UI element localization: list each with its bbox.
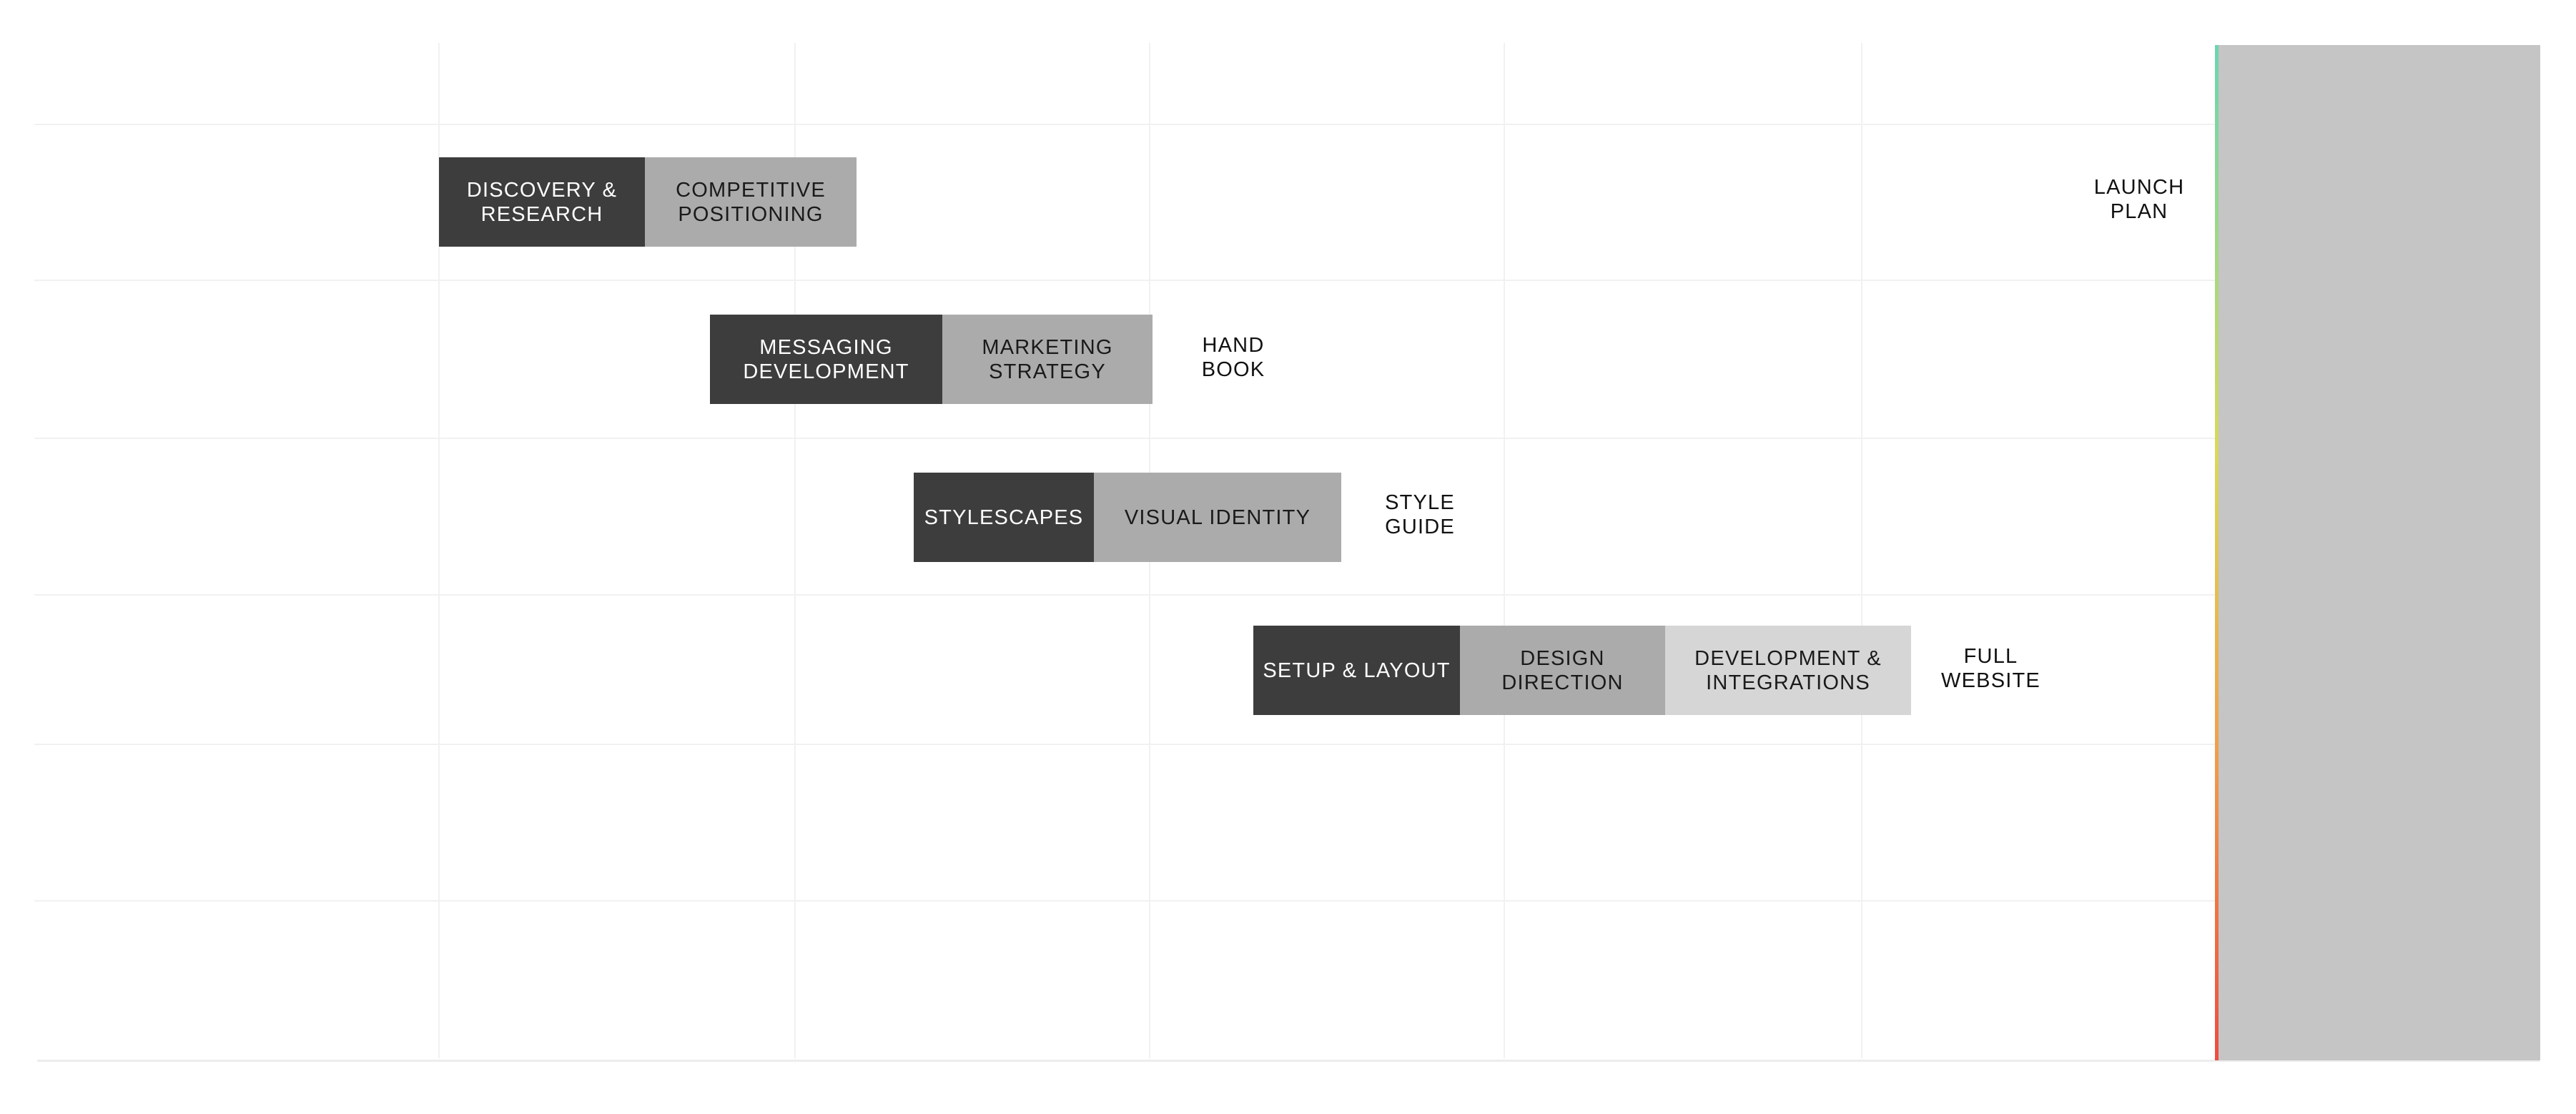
grid-line-vertical bbox=[438, 43, 440, 1058]
timeline-baseline bbox=[37, 1060, 2540, 1062]
grid-line-horizontal bbox=[34, 900, 2537, 902]
deliverable-hand-book: HAND BOOK bbox=[1201, 334, 1265, 381]
deliverable-launch-plan: LAUNCH PLAN bbox=[2093, 176, 2185, 223]
task-bar-competitive-positioning: COMPETITIVE POSITIONING bbox=[645, 157, 857, 247]
launch-zone bbox=[2218, 45, 2540, 1060]
deliverable-style-guide: STYLE GUIDE bbox=[1385, 491, 1455, 538]
launch-marker-line bbox=[2215, 45, 2219, 1060]
task-bar-design-direction: DESIGN DIRECTION bbox=[1460, 626, 1665, 715]
task-bar-setup-layout: SETUP & LAYOUT bbox=[1253, 626, 1460, 715]
task-bar-messaging-development: MESSAGING DEVELOPMENT bbox=[710, 315, 942, 404]
task-bar-visual-identity: VISUAL IDENTITY bbox=[1094, 473, 1341, 562]
task-bar-stylescapes: STYLESCAPES bbox=[914, 473, 1094, 562]
grid-line-horizontal bbox=[34, 438, 2537, 439]
grid-line-vertical bbox=[1504, 43, 1505, 1058]
grid-line-vertical bbox=[794, 43, 796, 1058]
deliverable-full-website: FULL WEBSITE bbox=[1941, 645, 2040, 692]
grid-line-horizontal bbox=[34, 744, 2537, 745]
grid-line-vertical bbox=[1861, 43, 1862, 1058]
task-bar-marketing-strategy: MARKETING STRATEGY bbox=[942, 315, 1153, 404]
task-bar-development-integrations: DEVELOPMENT & INTEGRATIONS bbox=[1665, 626, 1911, 715]
grid-line-horizontal bbox=[34, 594, 2537, 596]
grid-line-horizontal bbox=[34, 124, 2537, 125]
task-bar-discovery-research: DISCOVERY & RESEARCH bbox=[439, 157, 645, 247]
grid-line-horizontal bbox=[34, 280, 2537, 281]
